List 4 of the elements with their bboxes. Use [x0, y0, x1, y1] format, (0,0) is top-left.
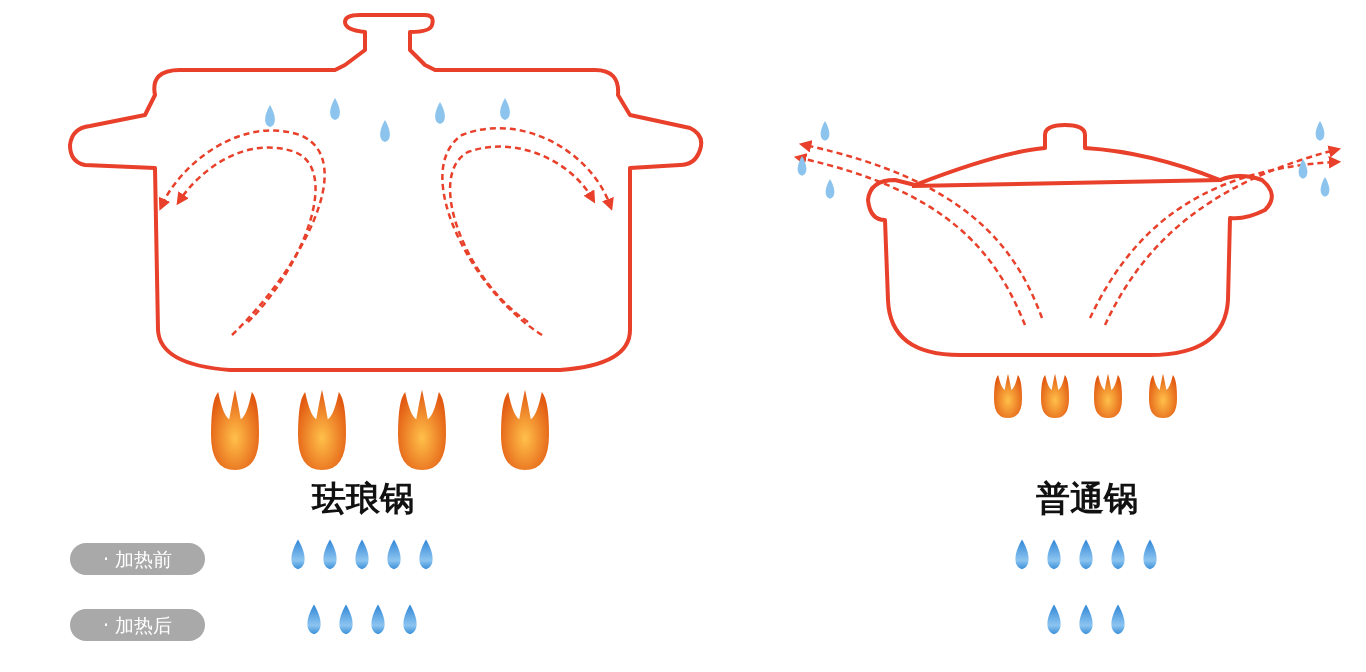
- row-tag: · 加热后: [70, 609, 205, 641]
- row-tag: · 加热前: [70, 543, 205, 575]
- pot-title: 珐琅锅: [312, 477, 414, 520]
- pot-title: 普通锅: [1036, 477, 1138, 520]
